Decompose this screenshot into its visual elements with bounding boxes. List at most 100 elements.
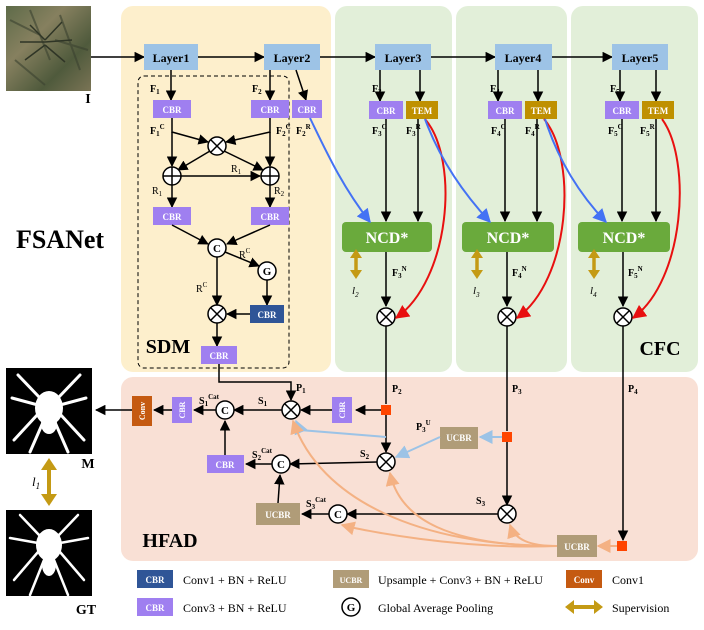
tem-5-label: TEM	[648, 106, 669, 116]
f4-label: F4	[490, 84, 500, 96]
legend-supervision: Supervision	[612, 601, 669, 615]
cbr-s2-label: CBR	[215, 460, 235, 470]
cbr-r2-box	[251, 207, 289, 225]
cbr-conv1-box	[250, 305, 284, 323]
f1-label: F1	[150, 84, 160, 96]
r1-label-top: R1	[231, 164, 242, 176]
layer2-label: Layer2	[274, 51, 311, 65]
legend-upsample-conv3-bn-relu: Upsample + Conv3 + BN + ReLU	[378, 573, 543, 587]
cbr-f4-box	[488, 101, 522, 119]
supervision-l2-icon	[350, 249, 362, 279]
cbr-f3-box	[369, 101, 403, 119]
legend-conv1-bn-relu-swatch-label: CBR	[145, 575, 165, 585]
cbr-f5-box	[605, 101, 639, 119]
sdm-concat-label: C	[213, 243, 221, 255]
supervision-l1-label: l1	[32, 474, 40, 491]
ucbr-p4-label: UCBR	[564, 542, 590, 552]
ncd-5-box	[578, 222, 670, 252]
f2-label: F2	[252, 84, 262, 96]
layer4-box	[495, 44, 552, 70]
cbr-f5-label: CBR	[612, 106, 632, 116]
input-label: I	[85, 92, 90, 107]
rc-label-right: RC	[239, 247, 251, 261]
layer2-box	[264, 44, 320, 70]
cbr-s2-box	[207, 455, 244, 473]
legend-conv1-bn-relu: Conv1 + BN + ReLU	[183, 573, 287, 587]
tem-5-box	[642, 101, 674, 119]
p1-label: P1	[296, 383, 306, 395]
s3-label: S3	[476, 496, 486, 508]
mask-image	[6, 368, 92, 454]
cfc-label: CFC	[639, 338, 680, 360]
page-title: FSANet	[16, 225, 104, 254]
layer1-box	[144, 44, 198, 70]
p4-label: P4	[628, 384, 638, 396]
layer4-label: Layer4	[505, 51, 542, 65]
supervision-l4-label: l4	[590, 285, 597, 299]
legend-ucbr-swatch	[333, 570, 369, 588]
cbr-p2-box	[332, 397, 352, 423]
cbr-conv1-label: CBR	[257, 310, 277, 320]
hfad-label: HFAD	[142, 530, 197, 552]
f3-label: F3	[372, 84, 382, 96]
tem-3-box	[406, 101, 438, 119]
cbr-f2-label: CBR	[260, 105, 280, 115]
cbr-f1-label: CBR	[162, 105, 182, 115]
legend-ucbr-swatch-label: UCBR	[340, 576, 363, 585]
tem-4-label: TEM	[531, 106, 552, 116]
ucbr-s3-label: UCBR	[265, 510, 291, 520]
s1-label: S1	[258, 396, 268, 408]
ncd-4-box	[462, 222, 554, 252]
hfad-concat-3-label: C	[334, 509, 342, 521]
ncd-3-label: NCD*	[366, 230, 409, 247]
r2-label: R2	[274, 186, 285, 198]
cbr-r1-box	[153, 207, 191, 225]
legend-gap-icon	[341, 597, 361, 617]
p2-label: P2	[392, 384, 402, 396]
mask-label: M	[81, 457, 94, 472]
p2-node	[381, 405, 391, 415]
ucbr-p4-box	[557, 535, 597, 557]
legend-conv3-bn-relu-swatch-label: CBR	[145, 603, 165, 613]
cbr-sdm-out-label: CBR	[209, 351, 229, 361]
r1-label-left: R1	[152, 186, 163, 198]
tem-4-box	[525, 101, 557, 119]
legend-supervision-icon	[565, 600, 603, 614]
supervision-l3-label: l3	[473, 285, 480, 299]
layer5-label: Layer5	[622, 51, 659, 65]
ucbr-p3-box	[440, 427, 478, 449]
layer3-box	[375, 44, 431, 70]
cbr-sdm-out-box	[201, 346, 237, 364]
p4-node	[617, 541, 627, 551]
cbr-s1-box	[172, 397, 192, 423]
supervision-l4-icon	[588, 249, 600, 279]
hfad-concat-1-label: C	[221, 405, 229, 417]
cfc-region-layer5	[571, 6, 698, 372]
legend-conv3-bn-relu-swatch	[137, 598, 173, 616]
legend-gap: Global Average Pooling	[378, 601, 493, 615]
ucbr-s3-box	[256, 503, 300, 525]
cbr-f1-box	[153, 100, 191, 118]
f5-label: F5	[610, 84, 620, 96]
conv1-out-box	[132, 396, 152, 426]
gt-label: GT	[76, 603, 97, 618]
legend-conv1-swatch-label: Conv	[574, 575, 595, 585]
cbr-p2-label: CBR	[338, 401, 347, 418]
layer5-box	[612, 44, 668, 70]
layer1-label: Layer1	[153, 51, 190, 65]
s2-label: S2	[360, 449, 370, 461]
supervision-l3-icon	[471, 249, 483, 279]
legend-gap-icon-label: G	[347, 602, 356, 614]
rc-label-left: RC	[196, 281, 208, 295]
ground-truth-image	[6, 510, 92, 597]
gap-node-label: G	[263, 266, 272, 278]
cbr-f3-label: CBR	[376, 106, 396, 116]
sdm-label: SDM	[146, 336, 191, 358]
conv1-out-label: Conv	[138, 402, 147, 420]
cbr-s1-label: CBR	[178, 401, 187, 418]
legend-conv1-bn-relu-swatch	[137, 570, 173, 588]
hfad-concat-2-label: C	[277, 459, 285, 471]
cbr-f2-box	[251, 100, 289, 118]
